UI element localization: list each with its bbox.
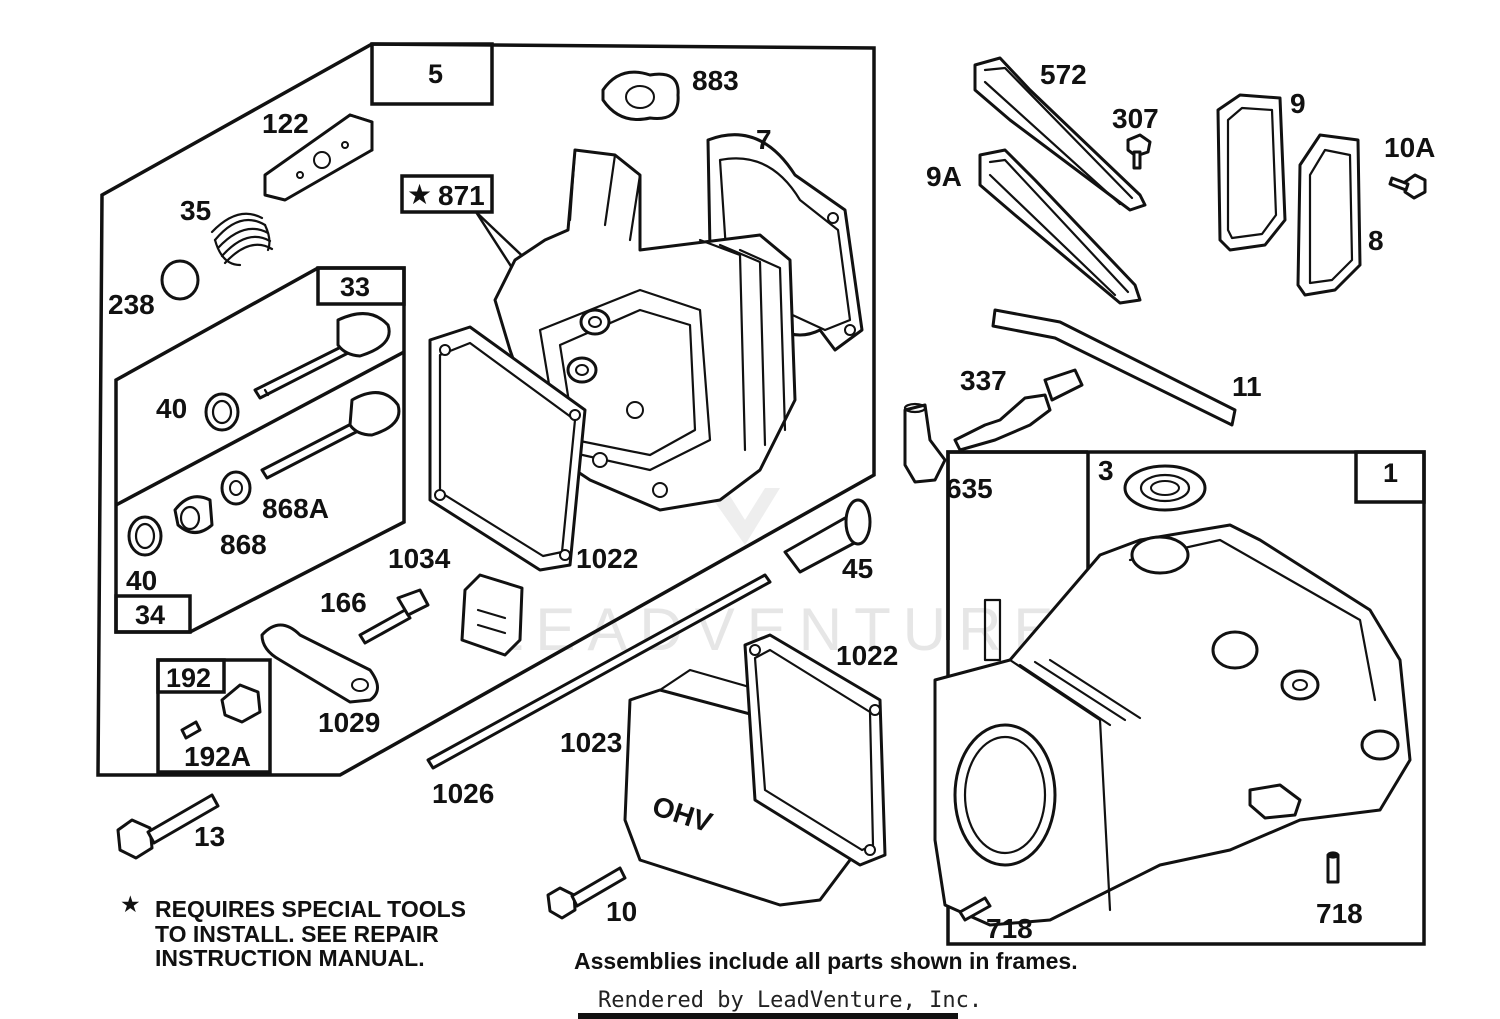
label-1034: 1034 (388, 543, 451, 574)
part-1022-gasket-lower (743, 633, 887, 867)
part-122-spacer (263, 113, 374, 202)
part-3-oil-seal (1123, 464, 1207, 512)
frame-34-label: 34 (135, 600, 165, 630)
frame-33-divider (115, 350, 405, 507)
note-special-tools-line1: REQUIRES SPECIAL TOOLS (155, 896, 466, 922)
watermark-logo-icon (705, 488, 780, 545)
special-871-star-icon: ★ (407, 179, 432, 210)
footer-cut-text-bar (578, 1013, 958, 1019)
part-883-gasket (601, 70, 680, 121)
frame-33-tag (316, 266, 406, 306)
label-238: 238 (108, 289, 155, 320)
part-8-breather-cover (1296, 133, 1362, 297)
label-122: 122 (262, 108, 309, 139)
part-572-gasket (973, 56, 1147, 212)
label-7: 7 (756, 124, 772, 155)
label-1022-upper: 1022 (576, 543, 638, 574)
special-871-tag (400, 174, 494, 214)
part-11-tube (991, 308, 1237, 427)
part-1026-push-rod (426, 573, 772, 770)
part-33-valve (253, 312, 391, 400)
part-40-keeper-upper (204, 392, 240, 432)
footer-rendered-by: Rendered by LeadVenture, Inc. (598, 988, 982, 1013)
label-40-lower: 40 (126, 565, 157, 596)
part-868-seal (173, 495, 214, 534)
part-34-valve (260, 391, 401, 480)
label-1023: 1023 (560, 727, 622, 758)
part-635-boot (903, 402, 947, 484)
special-871-label: 871 (438, 180, 485, 211)
frame-34-tag (114, 594, 192, 634)
label-1026: 1026 (432, 778, 494, 809)
label-635: 635 (946, 473, 993, 504)
frame-5-label: 5 (428, 59, 443, 89)
label-11: 11 (1232, 371, 1262, 402)
part-9a-gasket (978, 148, 1142, 305)
part-10-bolt (546, 866, 627, 920)
part-45-guide (783, 498, 872, 574)
label-1022-lower: 1022 (836, 640, 898, 671)
part-238-cap (160, 259, 200, 301)
note-star-icon: ★ (120, 891, 141, 917)
watermark: LEADVENTURE (490, 488, 1053, 663)
frame-5-tag (370, 42, 494, 106)
label-883: 883 (692, 65, 739, 96)
label-35: 35 (180, 195, 211, 226)
part-13-bolt (116, 793, 220, 860)
label-718-left: 718 (986, 913, 1033, 944)
part-10a-screw (1388, 173, 1427, 200)
frame-192-tag (156, 658, 226, 694)
label-10: 10 (606, 896, 637, 927)
label-45: 45 (842, 553, 873, 584)
note-special-tools-line3: INSTRUCTION MANUAL. (155, 945, 425, 971)
frame-1-label: 1 (1383, 458, 1398, 488)
frame-192-label: 192 (166, 663, 211, 693)
label-868: 868 (220, 529, 267, 560)
part-166-stud (358, 588, 430, 645)
label-337: 337 (960, 365, 1007, 396)
part-192-pivot (180, 683, 262, 740)
label-192a: 192A (184, 741, 251, 772)
label-1029: 1029 (318, 707, 380, 738)
label-10a: 10A (1384, 132, 1435, 163)
part-9-breather-gasket (1216, 93, 1287, 252)
label-9: 9 (1290, 88, 1306, 119)
part-718-dowel-right (1326, 851, 1340, 884)
part-1-cylinder-block (933, 523, 1412, 927)
part-337-spark-plug (953, 368, 1084, 452)
label-166: 166 (320, 587, 367, 618)
part-1034-plate (460, 573, 524, 657)
label-40-upper: 40 (156, 393, 187, 424)
label-8: 8 (1368, 225, 1384, 256)
label-572: 572 (1040, 59, 1087, 90)
label-13: 13 (194, 821, 225, 852)
part-1029-rocker-arm (260, 623, 379, 704)
label-868a: 868A (262, 493, 329, 524)
part-868a-washer (220, 470, 252, 506)
note-assemblies: Assemblies include all parts shown in fr… (574, 948, 1078, 974)
part-35-spring (210, 212, 274, 267)
note-special-tools-line2: TO INSTALL. SEE REPAIR (155, 921, 439, 947)
label-718-right: 718 (1316, 898, 1363, 929)
part-1022-gasket-upper (428, 325, 587, 572)
part-307-screw (1126, 133, 1152, 170)
part-40-keeper-lower (127, 515, 163, 557)
label-3: 3 (1098, 455, 1114, 486)
frame-33-label: 33 (340, 272, 370, 302)
part-718-dowel-left (958, 896, 992, 922)
frame-1-tag (1354, 450, 1426, 504)
label-307: 307 (1112, 103, 1159, 134)
label-9a: 9A (926, 161, 962, 192)
